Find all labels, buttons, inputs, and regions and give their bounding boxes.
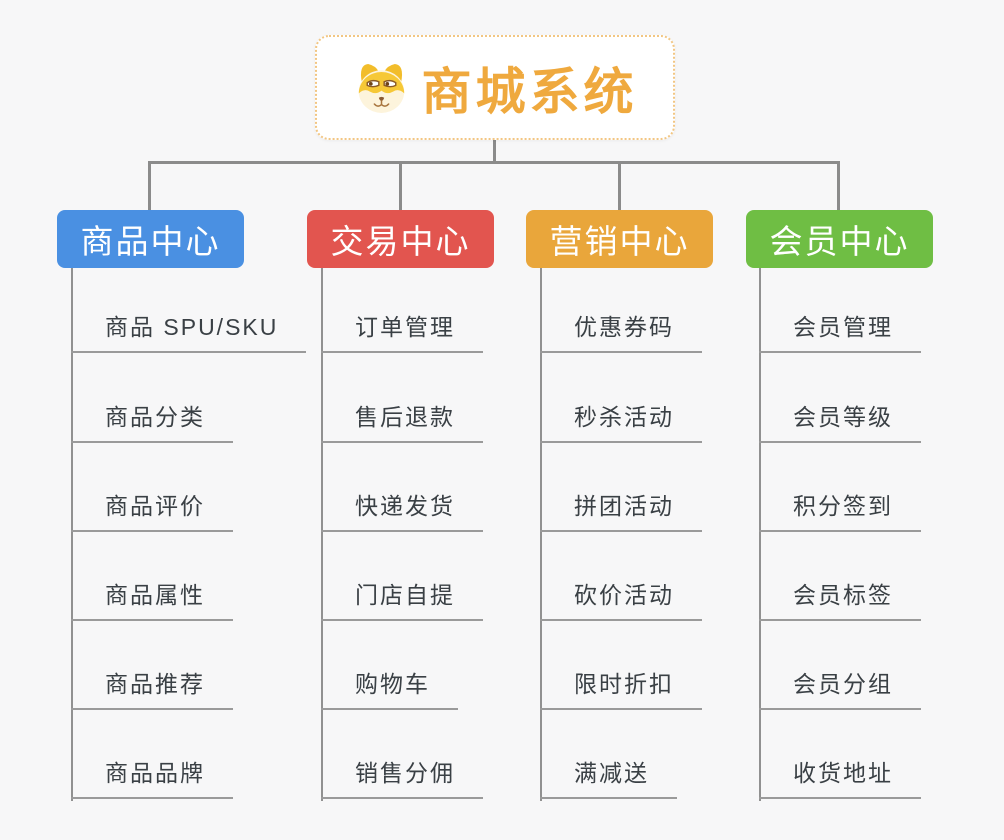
shiba-dog-icon xyxy=(358,63,404,113)
branch-trade-center[interactable]: 交易中心 xyxy=(307,210,494,268)
root-node[interactable]: 商城系统 xyxy=(315,35,675,140)
branch-goods-center[interactable]: 商品中心 xyxy=(57,210,244,268)
leaf-node[interactable]: 会员标签 xyxy=(759,580,921,621)
leaf-node[interactable]: 商品 SPU/SKU xyxy=(71,312,307,353)
leaf-node[interactable]: 商品推荐 xyxy=(71,669,233,710)
branch-member-center[interactable]: 会员中心 xyxy=(746,210,933,268)
drop-line xyxy=(148,161,151,211)
trunk-line xyxy=(71,268,73,801)
leaf-node[interactable]: 门店自提 xyxy=(321,580,483,621)
leaf-node[interactable]: 商品品牌 xyxy=(71,758,233,799)
trunk-line xyxy=(321,268,323,801)
leaf-node[interactable]: 积分签到 xyxy=(759,491,921,532)
leaf-node[interactable]: 订单管理 xyxy=(321,312,483,353)
leaf-node[interactable]: 购物车 xyxy=(321,669,458,710)
leaf-node[interactable]: 商品属性 xyxy=(71,580,233,621)
leaf-node[interactable]: 拼团活动 xyxy=(540,491,702,532)
drop-line xyxy=(837,161,840,211)
leaf-node[interactable]: 会员等级 xyxy=(759,402,921,443)
trunk-line xyxy=(759,268,761,801)
leaf-node[interactable]: 售后退款 xyxy=(321,402,483,443)
leaf-node[interactable]: 优惠券码 xyxy=(540,312,702,353)
leaf-node[interactable]: 快递发货 xyxy=(321,491,483,532)
leaf-node[interactable]: 商品评价 xyxy=(71,491,233,532)
drop-line xyxy=(399,161,402,211)
leaf-node[interactable]: 会员分组 xyxy=(759,669,921,710)
trunk-line xyxy=(540,268,542,801)
branch-marketing-center[interactable]: 营销中心 xyxy=(526,210,713,268)
root-stem-line xyxy=(493,139,496,163)
leaf-node[interactable]: 限时折扣 xyxy=(540,669,702,710)
leaf-node[interactable]: 砍价活动 xyxy=(540,580,702,621)
leaf-node[interactable]: 满减送 xyxy=(540,758,677,799)
bus-line xyxy=(148,161,840,164)
leaf-node[interactable]: 收货地址 xyxy=(759,758,921,799)
leaf-node[interactable]: 会员管理 xyxy=(759,312,921,353)
leaf-node[interactable]: 秒杀活动 xyxy=(540,402,702,443)
drop-line xyxy=(618,161,621,211)
leaf-node[interactable]: 商品分类 xyxy=(71,402,233,443)
leaf-node[interactable]: 销售分佣 xyxy=(321,758,483,799)
root-title: 商城系统 xyxy=(421,63,638,120)
